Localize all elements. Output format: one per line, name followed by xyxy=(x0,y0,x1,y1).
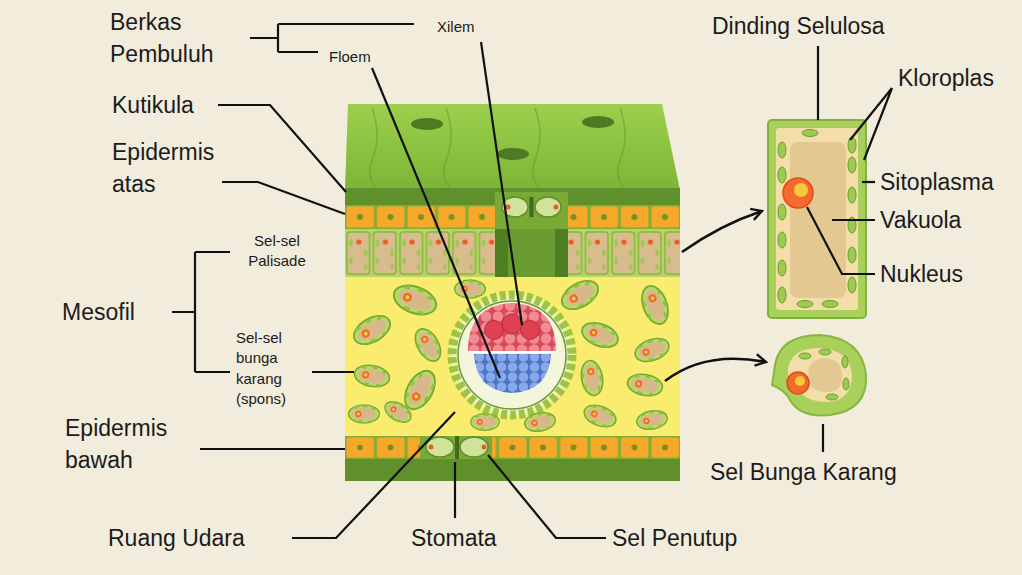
organelle-label: Kloroplas xyxy=(898,62,994,94)
cell-label: Sel Bunga Karang xyxy=(710,456,897,488)
part-label: Ruang Udara xyxy=(108,522,245,554)
part-label: Floem xyxy=(329,47,371,67)
group-label: Mesofil xyxy=(62,296,135,328)
organelle-label: Sitoplasma xyxy=(880,166,994,198)
part-label: Stomata xyxy=(411,522,497,554)
organelle-label: Dinding Selulosa xyxy=(712,10,885,42)
layer-label: Epidermis bawah xyxy=(65,412,195,476)
organelle-label: Nukleus xyxy=(880,258,963,290)
part-label: Xilem xyxy=(437,17,475,37)
tissue-label: Sel-sel bunga karang (spons) xyxy=(236,328,308,409)
group-label: Berkas Pembuluh xyxy=(110,6,260,70)
organelle-label: Vakuola xyxy=(880,204,961,236)
part-label: Sel Penutup xyxy=(612,522,737,554)
layer-label: Kutikula xyxy=(112,89,194,121)
layer-label: Epidermis atas xyxy=(112,136,242,200)
tissue-label: Sel-sel Palisade xyxy=(236,231,318,272)
